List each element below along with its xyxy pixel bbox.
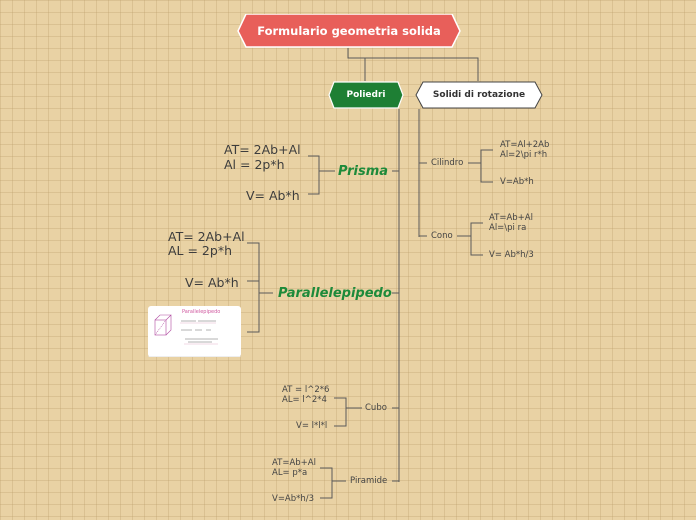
cilindro-node[interactable]: Cilindro — [431, 158, 464, 168]
cubo-al-formula[interactable]: AL= l^2*4 — [282, 395, 327, 405]
root-node-title[interactable]: Formulario geometria solida — [257, 24, 441, 38]
piramide-node[interactable]: Piramide — [350, 476, 388, 486]
prisma-v-formula[interactable]: V= Ab*h — [246, 188, 300, 203]
cono-v-formula[interactable]: V= Ab*h/3 — [489, 250, 534, 260]
cubo-at-formula[interactable]: AT = l^2*6 — [282, 385, 330, 395]
poliedri-node-shape — [328, 81, 404, 109]
cilindro-al-formula[interactable]: Al=2\pi r*h — [500, 150, 548, 160]
cono-node[interactable]: Cono — [431, 231, 453, 241]
prisma-node[interactable]: Prisma — [338, 164, 389, 179]
cubo-v-formula[interactable]: V= l*l*l — [296, 421, 328, 431]
piramide-at-formula[interactable]: AT=Ab+Al — [272, 458, 316, 468]
piramide-v-formula[interactable]: V=Ab*h/3 — [272, 494, 315, 504]
piramide-al-formula[interactable]: AL= p*a — [272, 468, 308, 478]
cono-al-formula[interactable]: Al=\pi ra — [489, 223, 527, 233]
prisma-al-formula[interactable]: Al = 2p*h — [224, 157, 285, 172]
parallelepipedo-al-formula[interactable]: AL = 2p*h — [168, 243, 232, 258]
parallelepipedo-at-formula[interactable]: AT= 2Ab+Al — [168, 229, 245, 244]
cubo-node[interactable]: Cubo — [365, 403, 387, 413]
notes-caption: Parallelepipedo — [182, 309, 220, 315]
cono-at-formula[interactable]: AT=Ab+Al — [489, 213, 533, 223]
cilindro-at-formula[interactable]: AT=Al+2Ab — [500, 140, 550, 150]
parallelepipedo-notes-image[interactable]: Parallelepipedo — [148, 306, 241, 358]
rotazione-node[interactable]: Solidi di rotazione — [432, 90, 526, 100]
prisma-at-formula[interactable]: AT= 2Ab+Al — [224, 142, 301, 157]
cilindro-v-formula[interactable]: V=Ab*h — [500, 177, 534, 187]
poliedri-node[interactable]: Poliedri — [346, 90, 386, 100]
root-node-shape — [237, 14, 461, 48]
rotazione-node-shape — [415, 81, 543, 109]
parallelepipedo-node[interactable]: Parallelepipedo — [278, 286, 392, 301]
parallelepipedo-v-formula[interactable]: V= Ab*h — [185, 275, 239, 290]
notes-sketch: Parallelepipedo — [148, 309, 241, 358]
